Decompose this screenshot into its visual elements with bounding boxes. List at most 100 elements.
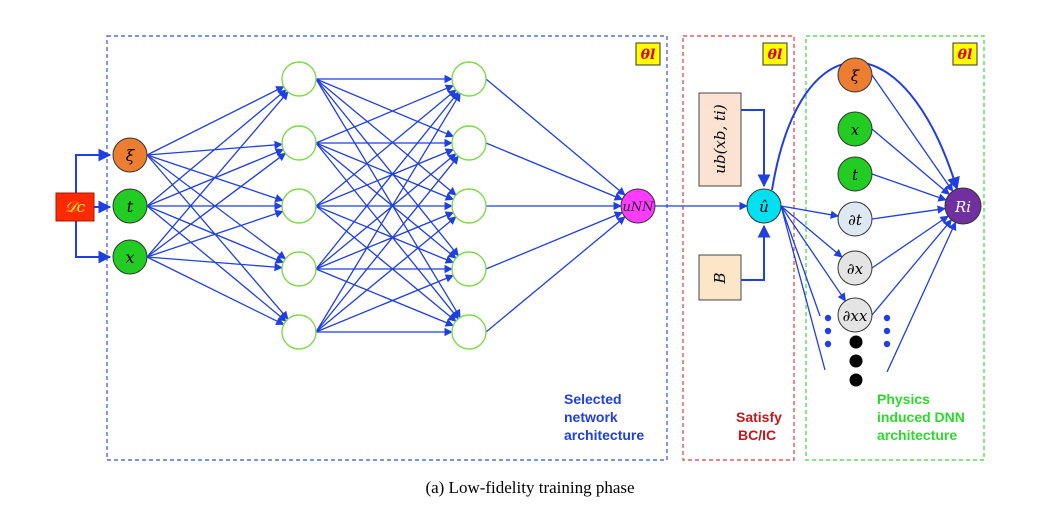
physics-section-label: Physics induced DNN architecture — [877, 391, 965, 443]
edge-hidden-hidden — [315, 78, 461, 319]
edge-hidden-hidden — [315, 78, 457, 196]
edge-hidden-hidden — [315, 142, 457, 259]
svg-text:Physics: Physics — [877, 391, 930, 407]
edge-hidden-hidden — [315, 78, 455, 138]
output-node — [620, 188, 656, 224]
bcic-section-label: Satisfy BC/IC — [736, 409, 782, 443]
edge-hidden-hidden — [315, 91, 459, 270]
svg-text:BC/IC: BC/IC — [738, 427, 776, 443]
edge-input-hidden — [146, 86, 285, 156]
input-node-label: x — [125, 248, 134, 267]
edge-b-to-uhat — [741, 224, 771, 281]
hidden-neuron — [451, 125, 487, 161]
bcic-section-frame — [682, 35, 795, 461]
edge-input-hidden — [146, 256, 283, 272]
edge-input-hidden — [146, 154, 289, 320]
edge-hidden-hidden — [315, 148, 455, 207]
physics-node — [837, 201, 873, 237]
edge-uhat-dt — [780, 205, 840, 219]
input-data-label: 𝒟c — [65, 198, 86, 216]
network-section-label: Selected network architecture — [564, 391, 644, 443]
physics-node-label: ∂x — [847, 260, 864, 278]
physics-node — [837, 297, 873, 333]
edge-hidden-hidden — [315, 78, 459, 257]
u-hat-node — [746, 188, 782, 224]
edge-boundary-to-uhat — [741, 109, 771, 188]
network-section-frame — [106, 35, 668, 461]
residual-node — [944, 187, 982, 225]
edge-input-hidden — [146, 256, 285, 326]
edge-input-hidden — [146, 154, 287, 260]
edge-input-hidden — [146, 89, 287, 207]
input-data-box — [55, 192, 95, 222]
hidden-neuron — [451, 61, 487, 97]
hidden-layers — [281, 61, 487, 350]
boundary-value-label: ub(xb, ti) — [711, 104, 729, 174]
physics-nodes: ξ x t ∂t ∂x ∂xx — [837, 57, 873, 333]
physics-node — [837, 57, 873, 93]
u-hat-label: û — [759, 198, 769, 216]
edge-input-hidden — [146, 209, 284, 258]
input-node — [112, 188, 148, 224]
edge-hidden-hidden — [315, 89, 457, 207]
svg-text:induced DNN: induced DNN — [877, 409, 965, 425]
edge-hidden-hidden — [315, 205, 455, 264]
input-node — [112, 137, 148, 173]
edge-input-hidden — [146, 205, 287, 322]
physics-node-label: ξ — [851, 67, 860, 85]
input-node-label: t — [127, 197, 134, 216]
edge-hidden-output — [485, 78, 626, 196]
edge-uhat-more — [780, 205, 821, 317]
svg-text:Selected: Selected — [564, 391, 622, 407]
edge-hidden-hidden — [315, 216, 457, 333]
svg-text:θl: θl — [958, 47, 973, 63]
edge-to-residual — [886, 221, 957, 373]
edge-hidden-hidden — [315, 274, 455, 333]
svg-text:Satisfy: Satisfy — [736, 409, 782, 425]
hidden-neuron — [281, 251, 317, 287]
edge-hidden-output — [485, 142, 624, 201]
physics-node-label: ∂xx — [843, 307, 868, 325]
edge-to-residual — [871, 173, 947, 202]
edge-to-residual — [871, 74, 954, 192]
edge-hidden-hidden — [315, 92, 461, 333]
caption: (a) Low-fidelity training phase — [425, 478, 634, 497]
edge-hidden-hidden — [315, 205, 457, 322]
physics-node-label: ∂t — [848, 211, 863, 229]
hidden-neuron — [281, 188, 317, 224]
physics-node — [837, 250, 873, 286]
theta-badge-network: θl — [635, 42, 661, 66]
svg-text:network: network — [564, 409, 618, 425]
edge-to-residual — [871, 205, 947, 220]
hidden-neuron — [451, 188, 487, 224]
edge-hidden-output — [485, 211, 624, 270]
theta-badge-bcic: θl — [762, 42, 788, 66]
edge-uhat-dxx — [780, 205, 846, 302]
input-node-label: ξ — [126, 146, 136, 165]
input-node — [112, 239, 148, 275]
edge-hidden-hidden — [315, 153, 457, 270]
residual-label: Ri — [954, 198, 971, 216]
hidden-neuron — [281, 314, 317, 350]
svg-text:architecture: architecture — [877, 427, 957, 443]
physics-node — [837, 111, 873, 147]
edge-hidden-hidden — [315, 155, 459, 333]
hidden-neuron — [281, 61, 317, 97]
hidden-neuron — [451, 314, 487, 350]
edge-hidden-output — [485, 216, 626, 333]
theta-badge-physics: θl — [952, 42, 978, 66]
b-operator-label: B — [711, 272, 729, 284]
physics-node — [837, 156, 873, 192]
physics-node-label: t — [852, 166, 859, 184]
edge-to-residual — [871, 219, 953, 316]
edge-hidden-hidden — [315, 142, 455, 201]
edge-hidden-hidden — [315, 211, 455, 270]
hidden-neuron — [451, 251, 487, 287]
ellipsis-dots — [824, 314, 891, 387]
svg-text:θl: θl — [641, 47, 656, 63]
svg-text:θl: θl — [768, 47, 783, 63]
physics-node-label: x — [851, 121, 860, 139]
edge-input-hidden — [146, 152, 287, 258]
hidden-neuron — [281, 125, 317, 161]
